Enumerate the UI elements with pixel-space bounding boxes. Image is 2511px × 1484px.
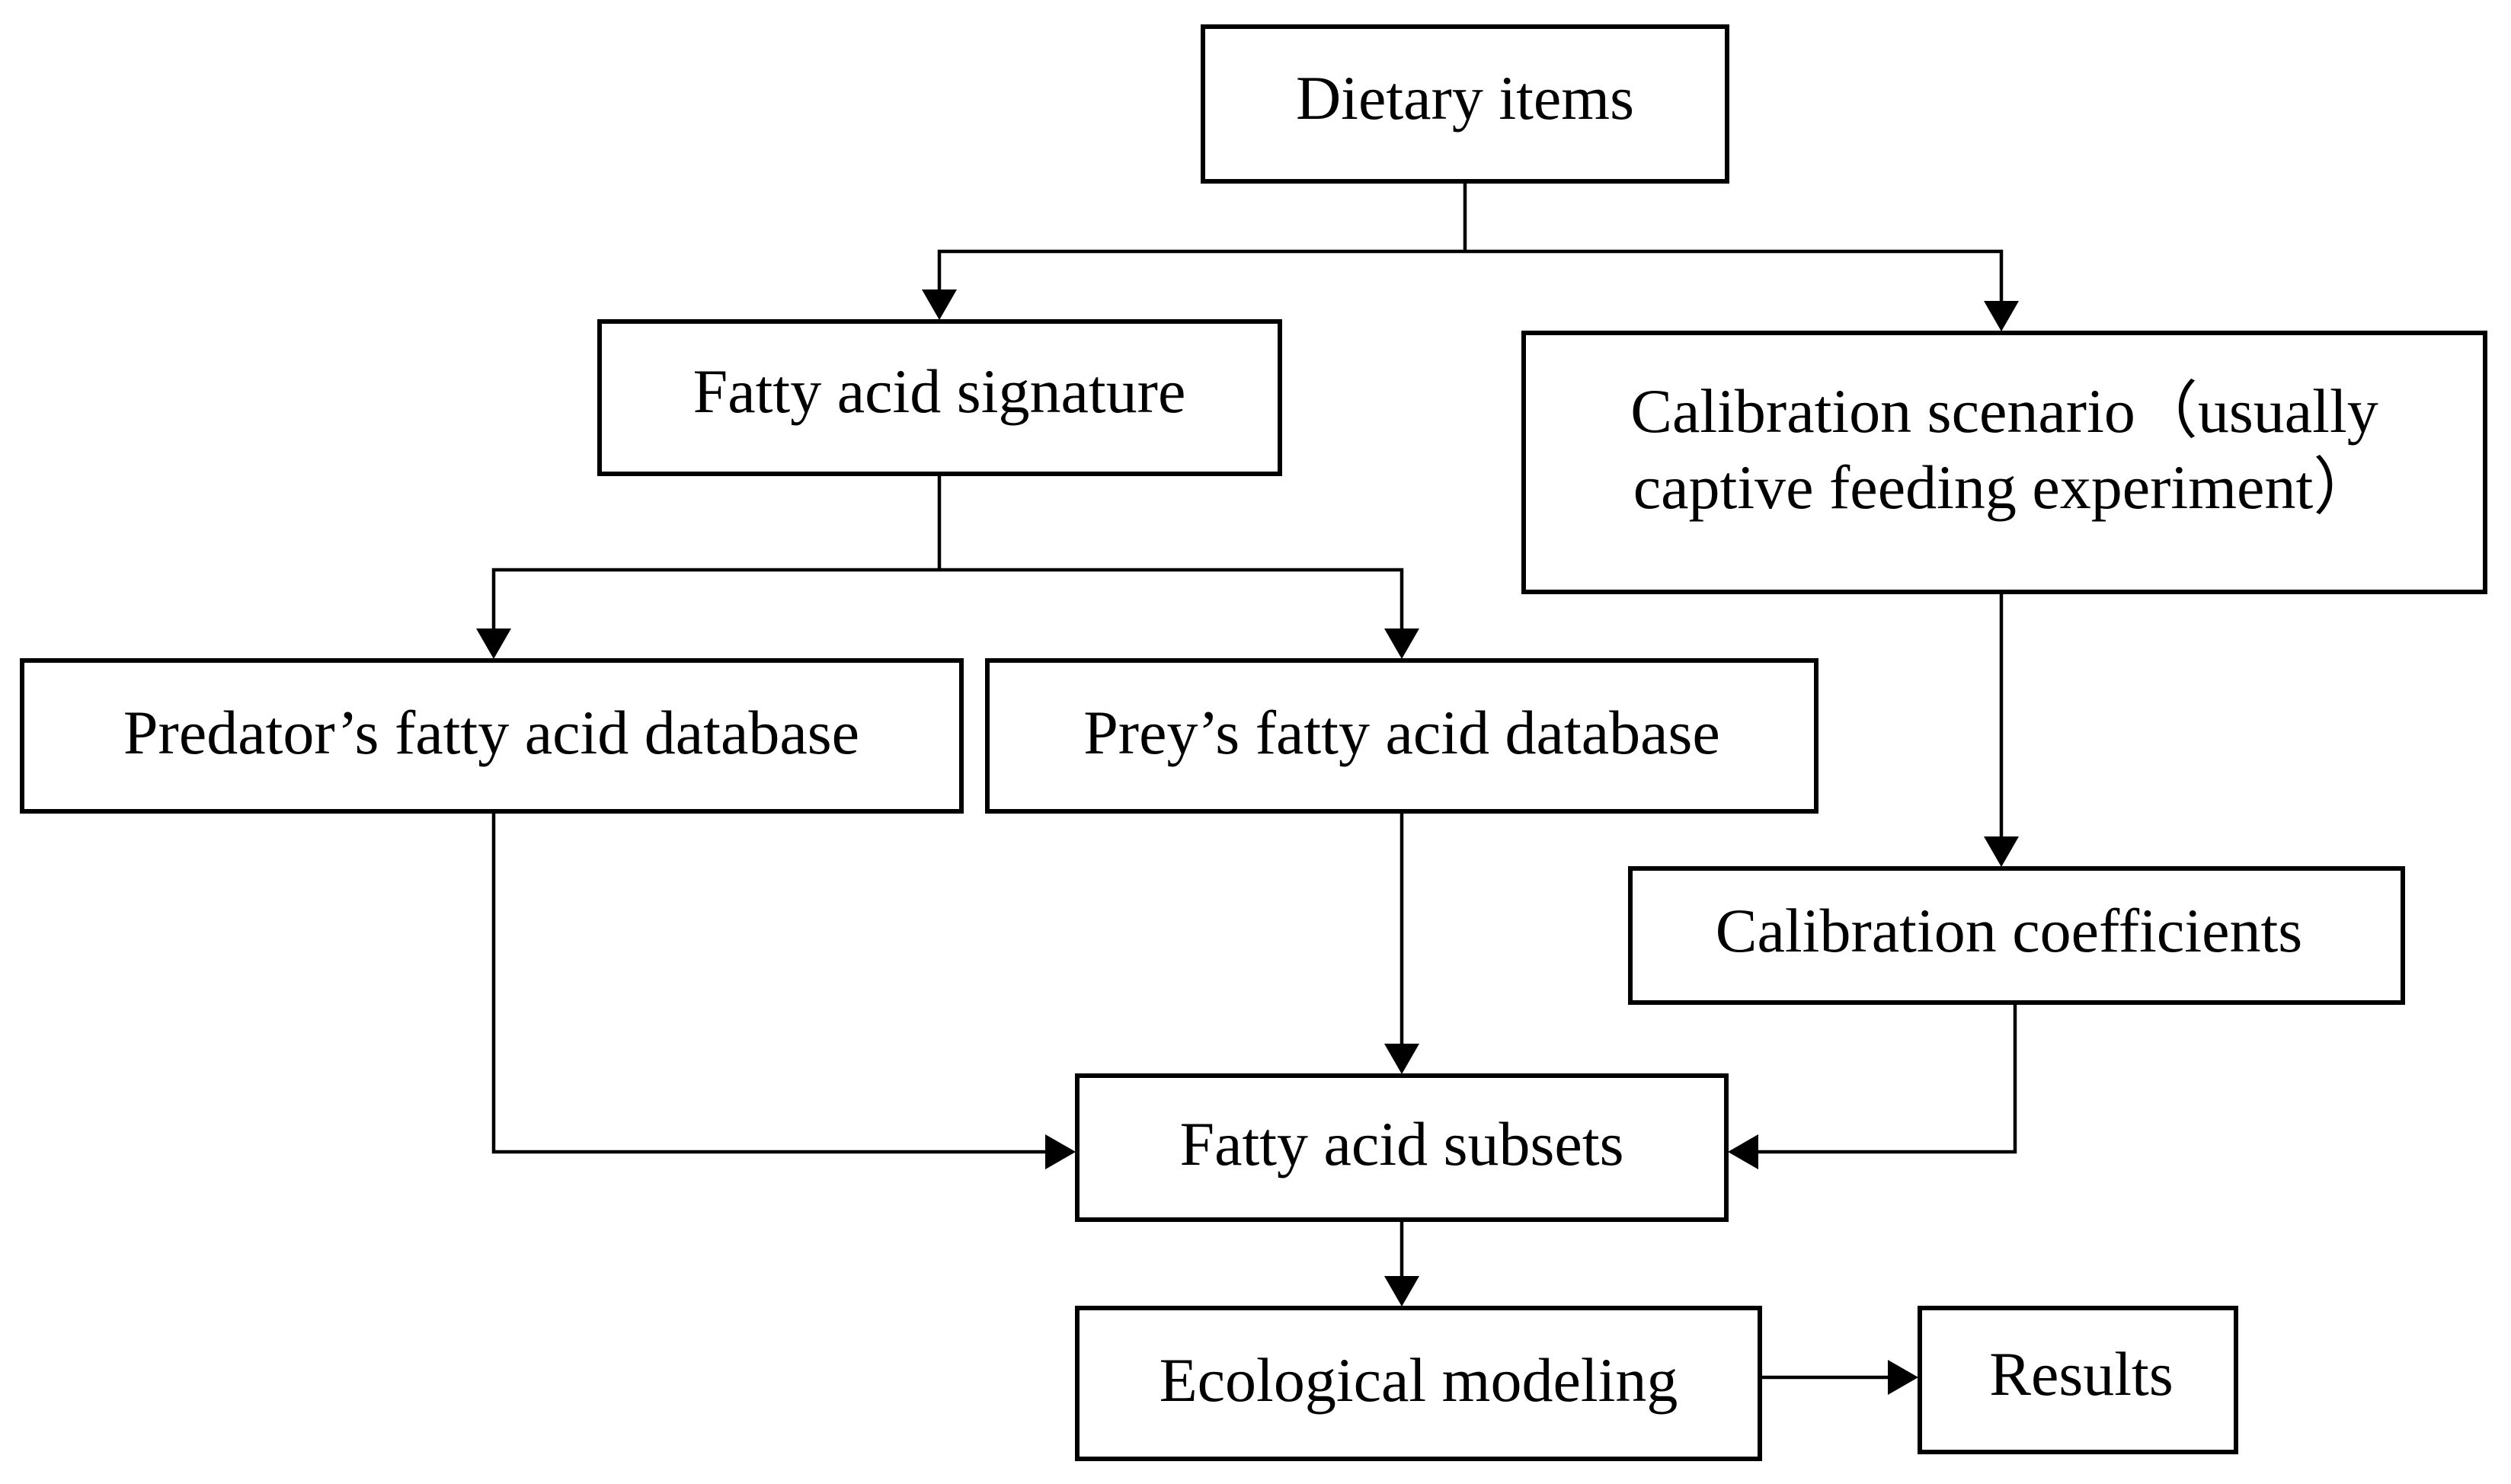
node-calibration-scenario-label-line2: captive feeding experiment） (1633, 453, 2375, 522)
edge-dietary-to-signature (937, 249, 1465, 289)
arrowhead-right-subsets (1045, 1134, 1076, 1169)
arrowhead-left-subsets (1728, 1134, 1758, 1169)
node-ecological-modeling: Ecological modeling (1075, 1306, 1762, 1461)
node-dietary-items-label: Dietary items (1296, 63, 1634, 133)
edge-signature-to-prey (939, 568, 1404, 628)
arrowhead-down-predator (476, 628, 511, 659)
node-fatty-acid-signature: Fatty acid signature (597, 319, 1282, 476)
node-predator-database: Predator’s fatty acid database (20, 658, 964, 814)
node-predator-database-label: Predator’s fatty acid database (123, 698, 859, 767)
edge-coefficients-to-subsets (1758, 1003, 2017, 1154)
arrowhead-right-results (1888, 1360, 1918, 1395)
node-results: Results (1918, 1306, 2238, 1454)
node-fatty-acid-subsets-label: Fatty acid subsets (1179, 1109, 1623, 1179)
arrowhead-down-signature (922, 289, 957, 320)
node-ecological-modeling-label: Ecological modeling (1160, 1345, 1678, 1415)
node-calibration-coefficients: Calibration coefficients (1628, 866, 2405, 1005)
arrowhead-down-calibration-scenario (1984, 301, 2019, 331)
arrowhead-down-coefficients (1984, 836, 2019, 867)
arrowhead-down-prey (1384, 628, 1419, 659)
node-prey-database: Prey’s fatty acid database (985, 658, 1818, 814)
node-fatty-acid-subsets: Fatty acid subsets (1075, 1073, 1729, 1222)
edge-signature-to-predator (491, 568, 939, 628)
node-prey-database-label: Prey’s fatty acid database (1083, 698, 1720, 767)
arrowhead-down-subsets (1384, 1044, 1419, 1074)
edge-dietary-to-calibration-scenario (1465, 249, 2004, 301)
node-calibration-scenario-label-line1: Calibration scenario（usually (1630, 376, 2378, 446)
arrowhead-down-modeling (1384, 1276, 1419, 1306)
node-calibration-scenario: Calibration scenario（usually captive fee… (1521, 331, 2487, 594)
node-fatty-acid-signature-label: Fatty acid signature (693, 357, 1186, 426)
node-calibration-coefficients-label: Calibration coefficients (1716, 896, 2302, 965)
edges (491, 183, 2017, 1380)
arrowheads (476, 289, 2019, 1395)
node-results-label: Results (1989, 1339, 2173, 1409)
edge-predator-to-subsets (491, 811, 1045, 1154)
node-dietary-items: Dietary items (1201, 24, 1729, 184)
